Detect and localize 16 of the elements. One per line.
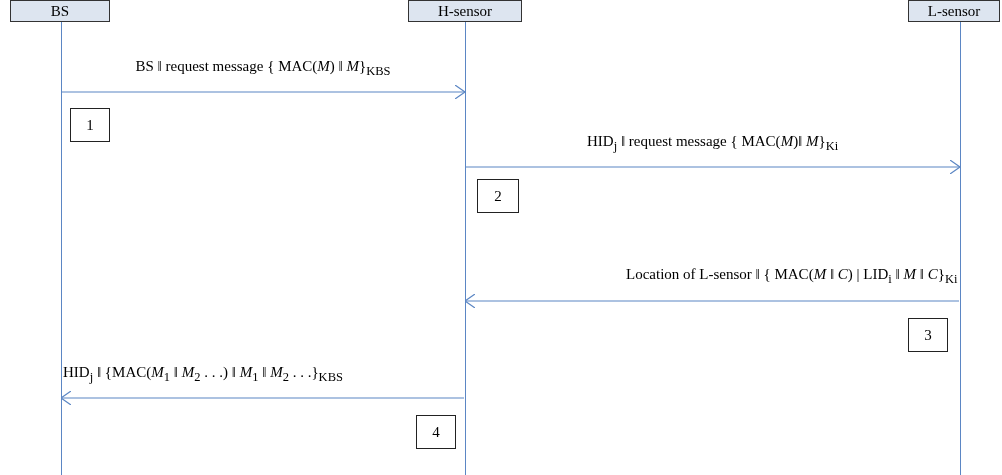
- lifeline-header: L-sensor: [908, 0, 1000, 22]
- lifeline-header: H-sensor: [408, 0, 522, 22]
- lifeline: [960, 22, 961, 475]
- message-arrow: [464, 293, 960, 309]
- step-number: 4: [416, 415, 456, 449]
- message-arrow: [61, 84, 466, 100]
- step-number: 2: [477, 179, 519, 213]
- message-label: HID$_{j}$ ‖ {MAC(M$_{1}$ ‖ M$_{2}$ . . .) ‖ M$_{1}$ ‖ M$_{2}$ . . .}$_{KBS}$: [63, 364, 343, 385]
- message-label: HID$_{j}$ ‖ request message { MAC(M)‖ M}$_{Ki}$: [587, 133, 839, 154]
- message-arrow: [60, 390, 465, 406]
- step-number: 1: [70, 108, 110, 142]
- lifeline: [61, 22, 62, 475]
- step-number: 3: [908, 318, 948, 352]
- lifeline: [465, 22, 466, 475]
- message-arrow: [465, 159, 961, 175]
- lifeline-header: BS: [10, 0, 110, 22]
